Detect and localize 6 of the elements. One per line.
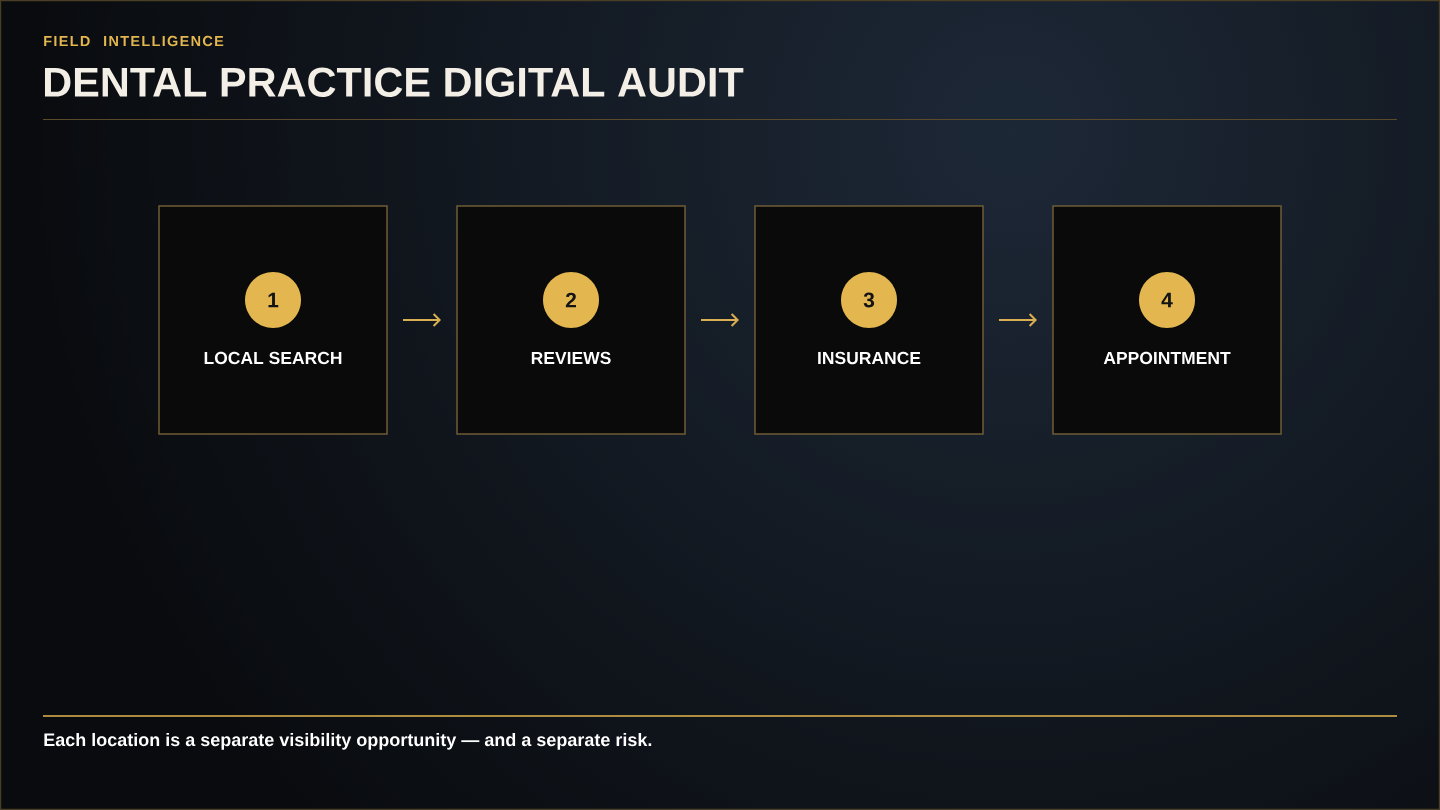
title: DENTAL PRACTICE DIGITAL AUDIT <box>45 67 744 97</box>
kicker-text: FIELD INTELLIGENCE <box>44 35 224 47</box>
caption: Each location is a separate visibility opportunity — and a separate risk. <box>44 732 652 750</box>
arrow <box>998 313 1037 327</box>
arrow <box>700 313 739 327</box>
arrow <box>402 313 441 327</box>
